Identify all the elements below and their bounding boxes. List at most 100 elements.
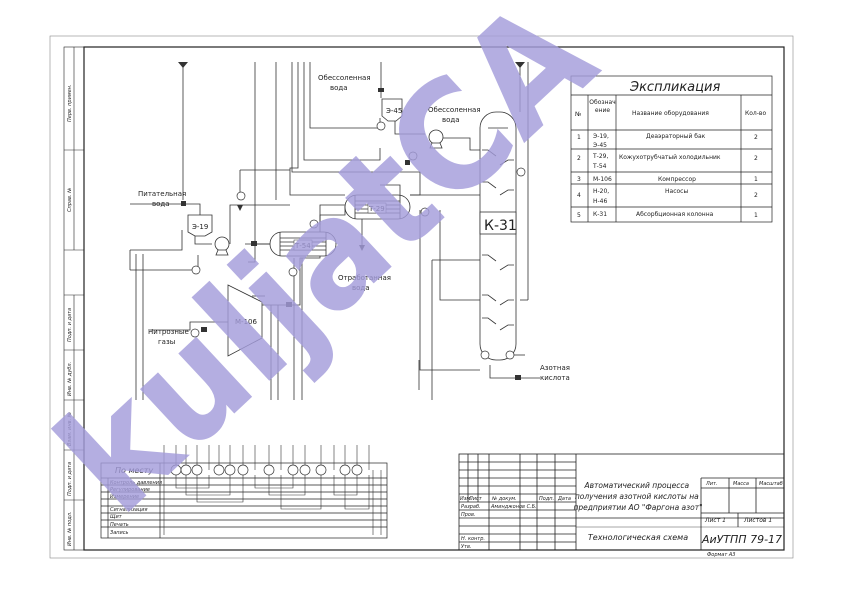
explication-row-num: 2 bbox=[577, 155, 581, 162]
column-k31-label: К-31 bbox=[484, 218, 517, 234]
panel-row-label: Измерение bbox=[110, 494, 139, 500]
explication-row-code: Н-20, bbox=[593, 188, 609, 195]
tb-drawing-name: Технологическая схема bbox=[588, 533, 688, 542]
side-label-2: Подп. и дата bbox=[67, 308, 73, 342]
panel-row-label: Регулирование bbox=[110, 487, 150, 493]
instrument-bubble bbox=[480, 350, 490, 360]
process-piping bbox=[129, 62, 540, 400]
explication-rows: 1 Э-19, Э-45 Деаэраторный бак 2 2 Т-29, … bbox=[577, 133, 758, 219]
sheet-outer-border bbox=[49, 35, 794, 559]
side-label-6: Инв. № подл. bbox=[67, 512, 73, 547]
tb-mass: Масса bbox=[733, 481, 749, 487]
tb-role-developer: Разраб. bbox=[461, 504, 481, 510]
tb-role-checked: Пров. bbox=[461, 512, 476, 518]
tank-e19-label: Э-19 bbox=[192, 223, 208, 231]
explication-header-qty: Кол-во bbox=[745, 110, 766, 117]
valve-icon bbox=[251, 241, 257, 246]
explication-row-code: М-106 bbox=[593, 176, 612, 183]
valve-icon bbox=[181, 201, 186, 206]
tank-e19 bbox=[187, 214, 213, 237]
explication-row-name: Деаэраторный бак bbox=[646, 133, 706, 140]
explication-row-num: 3 bbox=[577, 176, 581, 183]
explication-row-num: 4 bbox=[577, 192, 581, 199]
arrow-down-icon bbox=[359, 245, 365, 251]
valve-icons bbox=[181, 88, 521, 380]
explication-row-name: Насосы bbox=[665, 188, 688, 195]
explication-header-code-wrap: Обозначение bbox=[589, 99, 615, 114]
panel-row-label: Печать bbox=[110, 522, 129, 528]
explication-title: Экспликация bbox=[629, 80, 720, 95]
explication-row-qty: 1 bbox=[754, 176, 758, 183]
instrument-bubble bbox=[299, 464, 311, 476]
explication-row-name: Абсорбционная колонна bbox=[636, 211, 714, 218]
tb-role-nkontr: Н. контр. bbox=[461, 536, 485, 542]
instrument-bubble bbox=[408, 151, 418, 161]
instrument-bubble bbox=[420, 207, 430, 217]
column-k31-trays bbox=[482, 127, 514, 331]
instrument-bubbles bbox=[190, 121, 526, 360]
panel-row-label: Контроль давления bbox=[110, 480, 162, 486]
tb-format: Формат А3 bbox=[707, 552, 735, 558]
panel-row-label: Запись bbox=[110, 530, 129, 536]
t29-label-box bbox=[367, 202, 387, 214]
panel-row-label: Сигнализация bbox=[110, 507, 148, 513]
tb-col-date: Дата bbox=[557, 496, 571, 502]
tb-sheets: Листов 1 bbox=[743, 517, 772, 524]
explication-header-num: № bbox=[575, 111, 581, 118]
explication-row-code: Э-19, bbox=[593, 133, 609, 140]
explication-row-name: Кожухотрубчатый холодильник bbox=[619, 154, 721, 161]
explication-row-code: К-31 bbox=[593, 211, 607, 218]
instrument-panel-rows: Контроль давления Регулирование Измерени… bbox=[110, 480, 162, 536]
explication-row-qty: 2 bbox=[754, 192, 758, 199]
instrument-bubble bbox=[237, 464, 249, 476]
explication-row-qty: 1 bbox=[754, 212, 758, 219]
heat-exchanger-t54-label: Т-54 bbox=[294, 242, 311, 250]
instrument-bubble bbox=[339, 464, 351, 476]
column-k31 bbox=[479, 111, 517, 361]
instrument-bubble bbox=[263, 464, 275, 476]
valve-icon bbox=[286, 302, 292, 307]
explication-header: № Обозначение Название оборудования Кол-… bbox=[575, 99, 766, 118]
left-margin-stamp bbox=[63, 46, 85, 551]
side-label-4: Взам. инв. № bbox=[67, 412, 73, 446]
instrument-bubble bbox=[180, 464, 192, 476]
side-label-5: Подп. и дата bbox=[67, 462, 73, 496]
tb-doc-code: АиУТПП 79-17 bbox=[701, 533, 782, 546]
k31-label-box bbox=[479, 211, 517, 235]
title-block bbox=[458, 453, 785, 551]
pump-icon bbox=[428, 129, 444, 149]
explication-table bbox=[570, 75, 773, 223]
arrow-down-icon bbox=[237, 205, 243, 211]
tb-developer-name: Аминджонов С.Б. bbox=[490, 504, 537, 510]
explication-row-code: Т-54 bbox=[592, 163, 607, 170]
tb-scale: Масштаб bbox=[759, 481, 783, 487]
valve-icon bbox=[515, 375, 521, 380]
instrument-bubble bbox=[288, 267, 298, 277]
instrument-panel-title: По месту bbox=[115, 466, 153, 475]
explication-row-code: Н-46 bbox=[593, 198, 607, 205]
arrow-icons bbox=[178, 62, 525, 251]
left-margin-labels: Перв. примен. Справ. № Подп. и дата Инв.… bbox=[67, 84, 73, 546]
tb-col-sign: Подп. bbox=[539, 496, 554, 502]
tb-col-list: Лист bbox=[468, 496, 483, 502]
instrument-panel-bubbles bbox=[170, 464, 363, 476]
explication-row-qty: 2 bbox=[754, 155, 758, 162]
heat-exchanger-t29-label: Т-29 bbox=[368, 205, 385, 213]
tb-sheet: Лист 1 bbox=[704, 517, 726, 524]
instrument-bubble bbox=[516, 167, 526, 177]
tank-e45 bbox=[381, 98, 403, 122]
tb-lit: Лит. bbox=[705, 481, 718, 487]
explication-row-num: 5 bbox=[577, 212, 581, 219]
instrument-bubble bbox=[213, 464, 225, 476]
explication-row-num: 1 bbox=[577, 134, 581, 141]
instrument-bubble bbox=[236, 191, 246, 201]
tb-role-approved: Утв. bbox=[461, 544, 472, 550]
instrument-bubble bbox=[191, 265, 201, 275]
